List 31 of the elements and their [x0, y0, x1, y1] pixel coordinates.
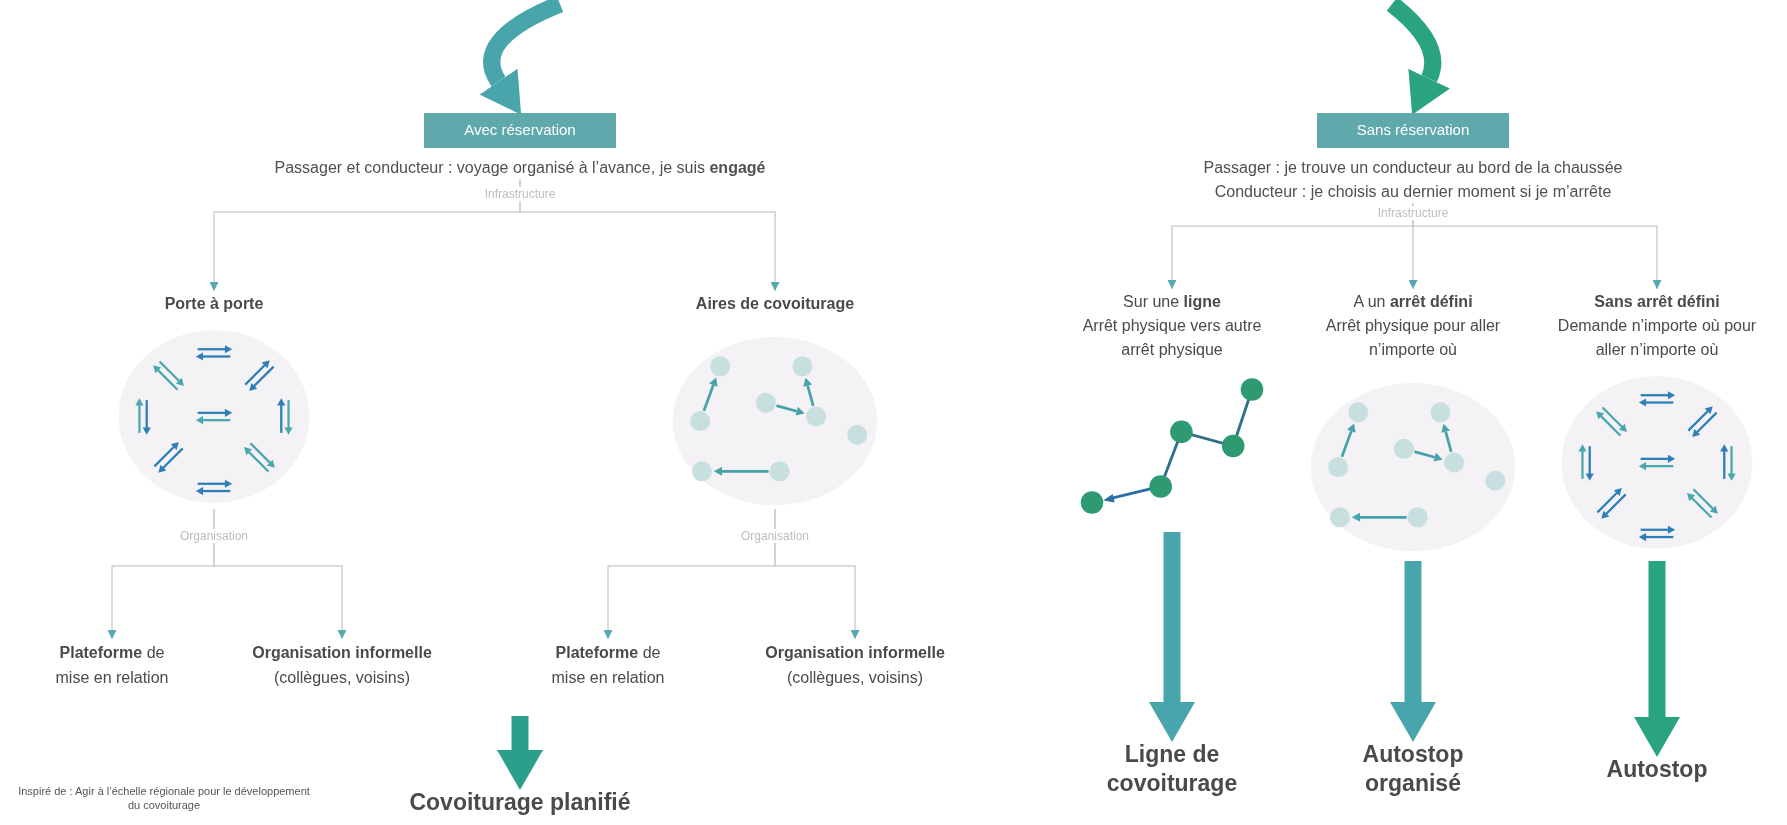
result-title: Autostop [1606, 755, 1708, 784]
result-title: Ligne de covoiturage [1105, 740, 1239, 798]
option-text: Organisation informelle (collègues, voisins) [251, 643, 433, 688]
connector-arrow [774, 508, 860, 640]
big-arrow [1149, 532, 1195, 742]
big-arrow [1634, 561, 1680, 757]
result-title: Autostop organisé [1361, 740, 1465, 798]
heading-text: Aires de covoiturage [695, 294, 855, 314]
source-note: Inspiré de : Agir à l’échelle régionale pour le développement du covoiturage [17, 784, 311, 812]
option-text: Organisation informelle (collègues, voisins) [764, 643, 946, 688]
heading-text: A un arrêt défini [1353, 292, 1473, 312]
category-header: Avec réservation [424, 113, 616, 148]
connector-arrow [519, 178, 780, 292]
big-arrow [1390, 561, 1436, 742]
heading-text: Porte à porte [164, 294, 264, 314]
option-text: Plateforme de mise en relation [550, 643, 666, 688]
description-text: Passager et conducteur : voyage organisé à l’avance, je suis engagé [274, 157, 766, 178]
big-arrow [497, 716, 543, 790]
description-text: Passager : je trouve un conducteur au bord de la chaussée [1203, 157, 1623, 178]
heading-text: Sans arrêt défini [1594, 292, 1720, 312]
connector-arrow [1412, 202, 1662, 290]
result-title: Covoiturage planifié [409, 788, 631, 817]
category-header: Sans réservation [1316, 113, 1510, 148]
option-text: Plateforme de mise en relation [54, 643, 170, 688]
connector-arrow [213, 508, 347, 640]
description-text: Arrêt physique pour aller n’importe où [1324, 316, 1502, 360]
description-text: Arrêt physique vers autre arrêt physique [1081, 316, 1263, 360]
big-arrow [1386, 0, 1451, 116]
description-text: Demande n’importe où pour aller n’importe où [1556, 316, 1758, 360]
heading-text: Sur une ligne [1123, 292, 1221, 312]
description-text: Conducteur : je choisis au dernier moment si je m’arrête [1214, 181, 1612, 202]
